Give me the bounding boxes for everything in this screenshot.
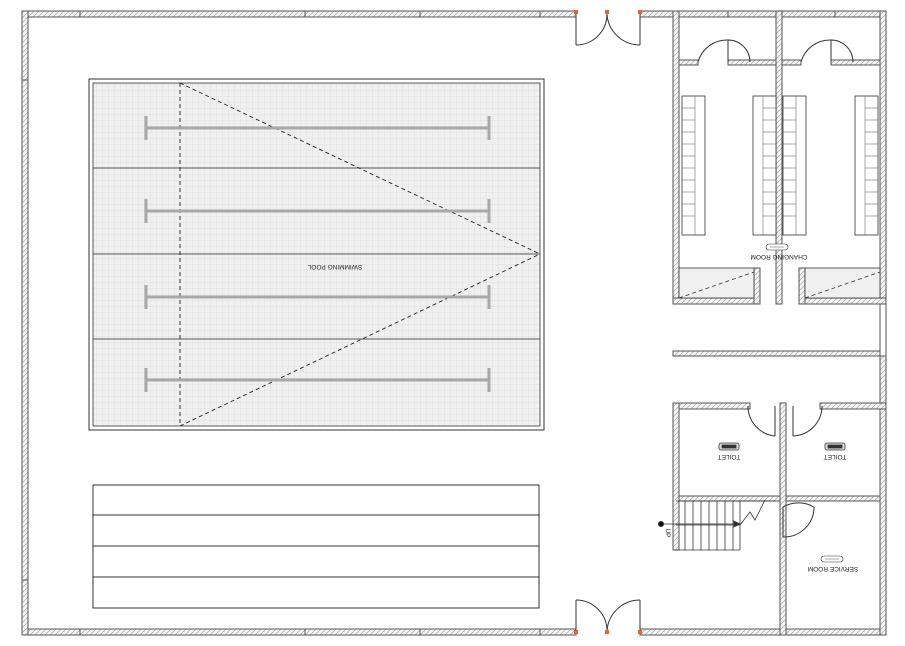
swimming-pool: SWIMMING POOL (88, 78, 545, 431)
door-bottom-entrance[interactable] (574, 599, 642, 634)
changing-room-benches (681, 95, 879, 236)
staircase[interactable] (658, 499, 776, 551)
toilet-icons (718, 442, 846, 451)
changing-room-doors[interactable] (697, 39, 854, 63)
corridor-walls (672, 303, 887, 357)
changing-room-label: CHANGING ROOM (750, 253, 807, 260)
door-top-entrance[interactable] (574, 10, 642, 46)
service-room-tag (820, 555, 844, 563)
service-room-label: SERVICE ROOM (808, 565, 858, 572)
pool-lane-ropes (146, 126, 489, 382)
toilet-right-label: TOILET (824, 453, 847, 460)
pool-diving-area-outline (179, 82, 541, 427)
wall-window-marks (22, 11, 836, 635)
changing-room-walls (672, 10, 887, 305)
changing-room-showers (678, 267, 881, 299)
stairs-up-label: UP (664, 528, 671, 537)
toilet-doors[interactable] (747, 405, 823, 437)
seating-bleachers (92, 484, 540, 609)
toilet-left-label: TOILET (718, 453, 741, 460)
toilet-block-walls (672, 402, 887, 636)
changing-room-tag: CHANGING ROOM (750, 243, 808, 260)
service-room-door[interactable] (782, 502, 815, 538)
swimming-pool-label: SWIMMING POOL (307, 263, 362, 270)
changing-room-lockers (682, 96, 878, 235)
